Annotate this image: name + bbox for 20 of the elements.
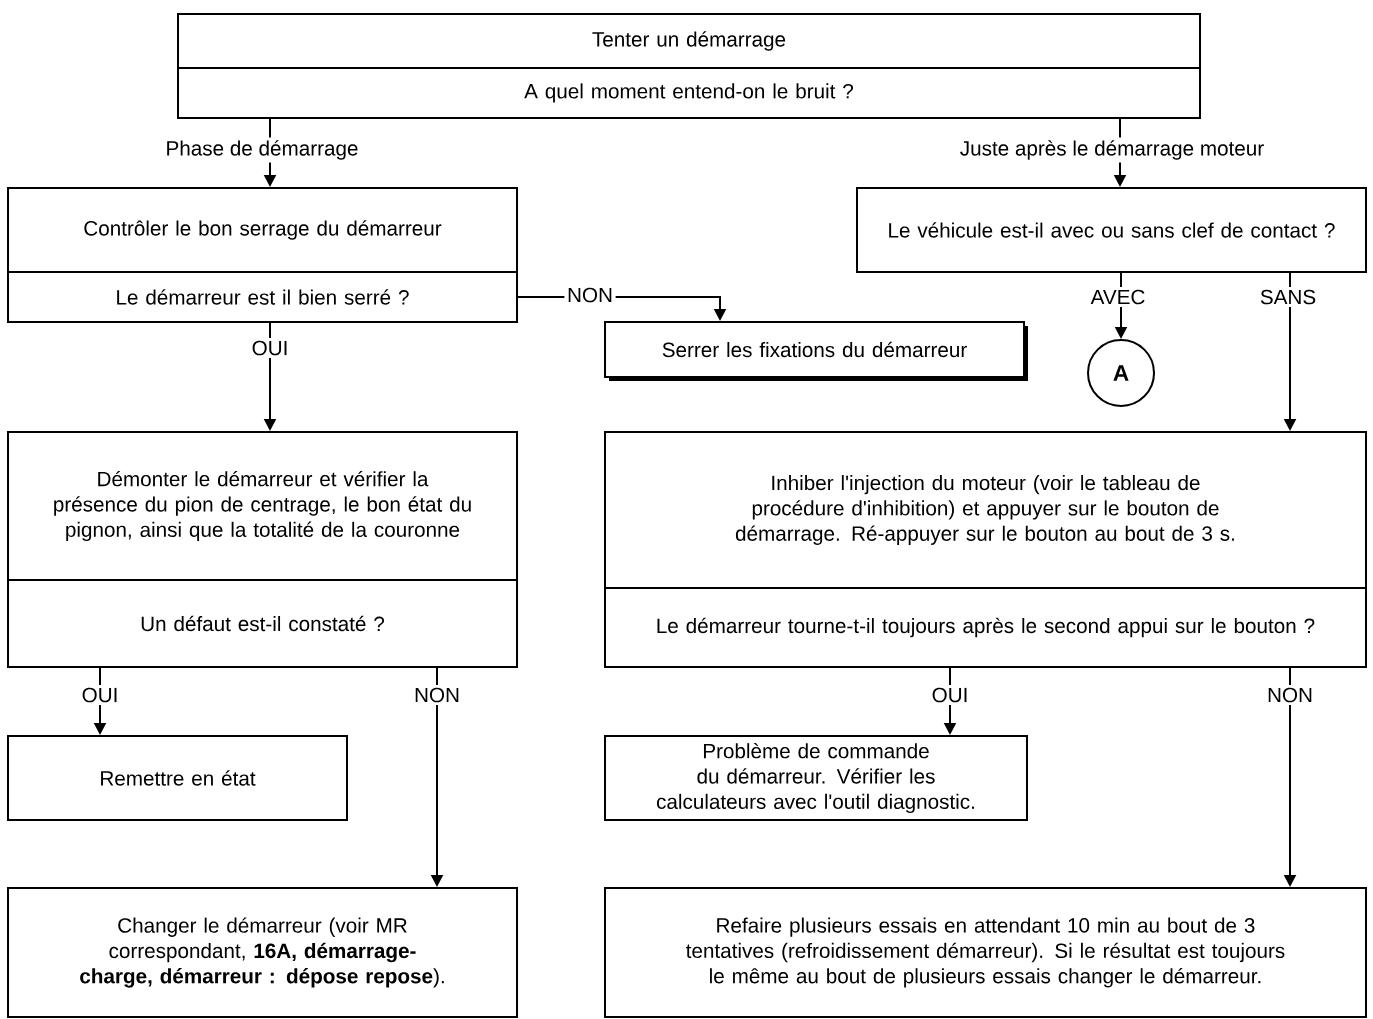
process-box: Inhiber l'injection du moteur (voir le tableau de procédure d'inhibition) et appuyer sur le bouton de démarrage. Ré-appuyer sur le bouton au bout de 3 s. Le démarreur tourne-t-il toujours après le second appui sur le bouton ? bbox=[604, 431, 1367, 668]
edge-label: Juste après le démarrage moteur bbox=[957, 137, 1267, 163]
process-box: Serrer les fixations du démarreur bbox=[604, 321, 1028, 381]
edge-label: SANS bbox=[1257, 287, 1319, 307]
edge-label: AVEC bbox=[1087, 287, 1149, 307]
process-box: Le véhicule est-il avec ou sans clef de contact ? bbox=[856, 187, 1367, 273]
edge-label: NON bbox=[411, 685, 463, 705]
process-box: Contrôler le bon serrage du démarreur Le démarreur est il bien serré ? bbox=[7, 187, 518, 323]
process-box: Problème de commande du démarreur. Vérifier les calculateurs avec l'outil diagnostic. bbox=[604, 735, 1028, 821]
process-box: Changer le démarreur (voir MR correspondant, 16A, démarrage-charge, démarreur : dépose repose). bbox=[7, 887, 518, 1018]
edge-label: OUI bbox=[78, 685, 122, 705]
edge-label: OUI bbox=[248, 338, 292, 358]
process-box: Démonter le démarreur et vérifier la présence du pion de centrage, le bon état du pignon, ainsi que la totalité de la couronne Un défaut est-il constaté ? bbox=[7, 431, 518, 668]
edge-label: OUI bbox=[929, 685, 972, 705]
edge-label: Phase de démarrage bbox=[162, 137, 362, 163]
edge-label: NON bbox=[564, 285, 616, 305]
edge-label: NON bbox=[1264, 685, 1316, 705]
process-box: Refaire plusieurs essais en attendant 10 min au bout de 3 tentatives (refroidissement démarreur). Si le résultat est toujours le même au bout de plusieurs essais changer le démarreur. bbox=[604, 887, 1367, 1018]
process-box: Remettre en état bbox=[7, 735, 348, 821]
process-box: Tenter un démarrage A quel moment entend-on le bruit ? bbox=[177, 13, 1201, 119]
